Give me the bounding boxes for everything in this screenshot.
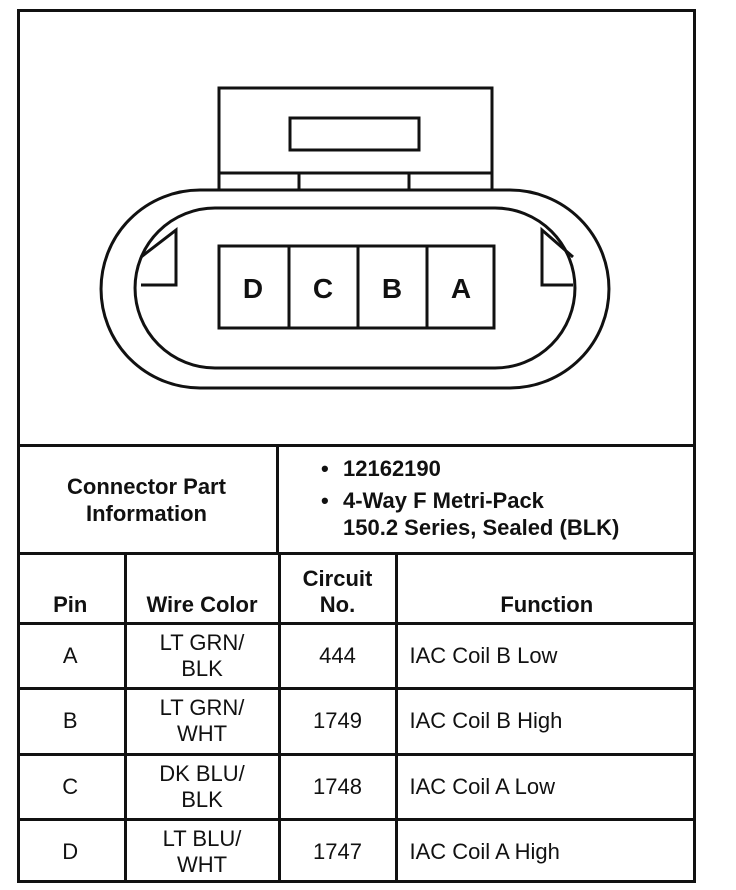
connector-face-diagram: D C B A bbox=[99, 86, 611, 390]
wire-color-cell: LT BLU/ WHT bbox=[123, 817, 281, 883]
header-pin: Pin bbox=[17, 552, 127, 625]
wire-color-cell: LT GRN/ BLK bbox=[123, 621, 281, 691]
header-wire-color: Wire Color bbox=[123, 552, 281, 625]
wire-color-cell: LT GRN/ WHT bbox=[123, 687, 281, 756]
circuit-cell: 1749 bbox=[277, 687, 398, 756]
circuit-cell: 1747 bbox=[277, 817, 398, 883]
header-circuit-no: Circuit No. bbox=[277, 552, 398, 625]
pin-label-b: B bbox=[382, 273, 402, 304]
pin-cell: C bbox=[17, 752, 127, 821]
part-description-bullet: • 4-Way F Metri-Pack 150.2 Series, Seale… bbox=[279, 487, 689, 541]
connector-part-info-list: • 12162190 • 4-Way F Metri-Pack 150.2 Se… bbox=[279, 455, 689, 546]
function-cell: IAC Coil A High bbox=[394, 817, 696, 883]
lock-slot bbox=[288, 116, 421, 152]
part-description: 4-Way F Metri-Pack 150.2 Series, Sealed … bbox=[343, 488, 620, 540]
pin-function-table: Pin Wire Color Circuit No. Function A LT… bbox=[17, 552, 696, 883]
pin-label-d: D bbox=[243, 273, 263, 304]
connector-part-info-label: Connector Part Information bbox=[17, 447, 279, 552]
pin-cell: B bbox=[17, 687, 127, 756]
table-row: D LT BLU/ WHT 1747 IAC Coil A High bbox=[17, 817, 696, 883]
pin-label-c: C bbox=[313, 273, 333, 304]
locking-tab-housing bbox=[217, 86, 494, 200]
table-row: C DK BLU/ BLK 1748 IAC Coil A Low bbox=[17, 752, 696, 821]
bullet-icon: • bbox=[321, 488, 329, 513]
connector-part-info-row: Connector Part Information • 12162190 • … bbox=[17, 444, 696, 552]
header-function: Function bbox=[394, 552, 696, 625]
table-row: B LT GRN/ WHT 1749 IAC Coil B High bbox=[17, 687, 696, 756]
function-cell: IAC Coil B High bbox=[394, 687, 696, 756]
function-cell: IAC Coil A Low bbox=[394, 752, 696, 821]
wire-color-cell: DK BLU/ BLK bbox=[123, 752, 281, 821]
function-cell: IAC Coil B Low bbox=[394, 621, 696, 691]
table-row: A LT GRN/ BLK 444 IAC Coil B Low bbox=[17, 621, 696, 691]
right-key bbox=[540, 226, 574, 287]
table-header-row: Pin Wire Color Circuit No. Function bbox=[17, 552, 696, 625]
pin-label-a: A bbox=[451, 273, 471, 304]
part-number-bullet: • 12162190 bbox=[279, 455, 689, 482]
left-key bbox=[140, 226, 178, 287]
part-number: 12162190 bbox=[343, 456, 441, 481]
circuit-cell: 1748 bbox=[277, 752, 398, 821]
pin-cell: D bbox=[17, 817, 127, 883]
connector-body-inner bbox=[133, 206, 577, 370]
bullet-icon: • bbox=[321, 456, 329, 481]
circuit-cell: 444 bbox=[277, 621, 398, 691]
pin-cell: A bbox=[17, 621, 127, 691]
